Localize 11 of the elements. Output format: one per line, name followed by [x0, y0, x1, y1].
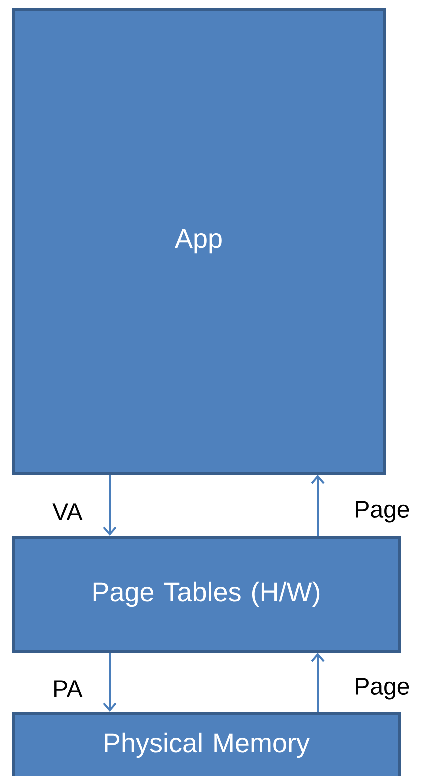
edge-label: Page — [356, 678, 410, 700]
process-box: Page Tables (H/W) — [12, 536, 401, 653]
arrow — [103, 475, 117, 536]
edge-label: PA — [54, 680, 83, 698]
arrow — [311, 653, 325, 712]
arrow — [311, 475, 325, 536]
edge-label: Page — [356, 501, 410, 523]
process-box: App — [12, 8, 386, 475]
arrow — [103, 653, 117, 712]
process-box: Physical Memory — [12, 712, 401, 776]
edge-label: VA — [52, 504, 83, 520]
